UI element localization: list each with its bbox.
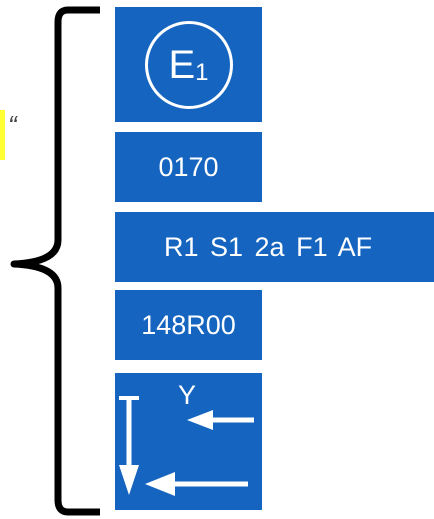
arrows-graphic [119, 396, 254, 496]
down-arrow-icon [119, 396, 139, 495]
code-sign: 0170 [115, 132, 262, 202]
y-label: Y [178, 380, 197, 410]
routes-sign: R1 S1 2a F1 AF [115, 212, 434, 282]
curly-brace [10, 6, 100, 516]
left-arrow-icon [187, 410, 254, 430]
e-letter: E [168, 42, 196, 87]
e-subscript: 1 [195, 58, 209, 86]
routes-sign-text: R1 S1 2a F1 AF [164, 231, 373, 262]
quote-mark: “ [8, 110, 17, 140]
yellow-highlight-mark [0, 110, 5, 160]
code-sign-text: 0170 [158, 151, 219, 182]
number-sign-text: 148R00 [141, 309, 236, 340]
left-arrow-icon [145, 472, 248, 496]
number-sign: 148R00 [115, 290, 262, 360]
arrows-sign: Y [115, 373, 262, 510]
